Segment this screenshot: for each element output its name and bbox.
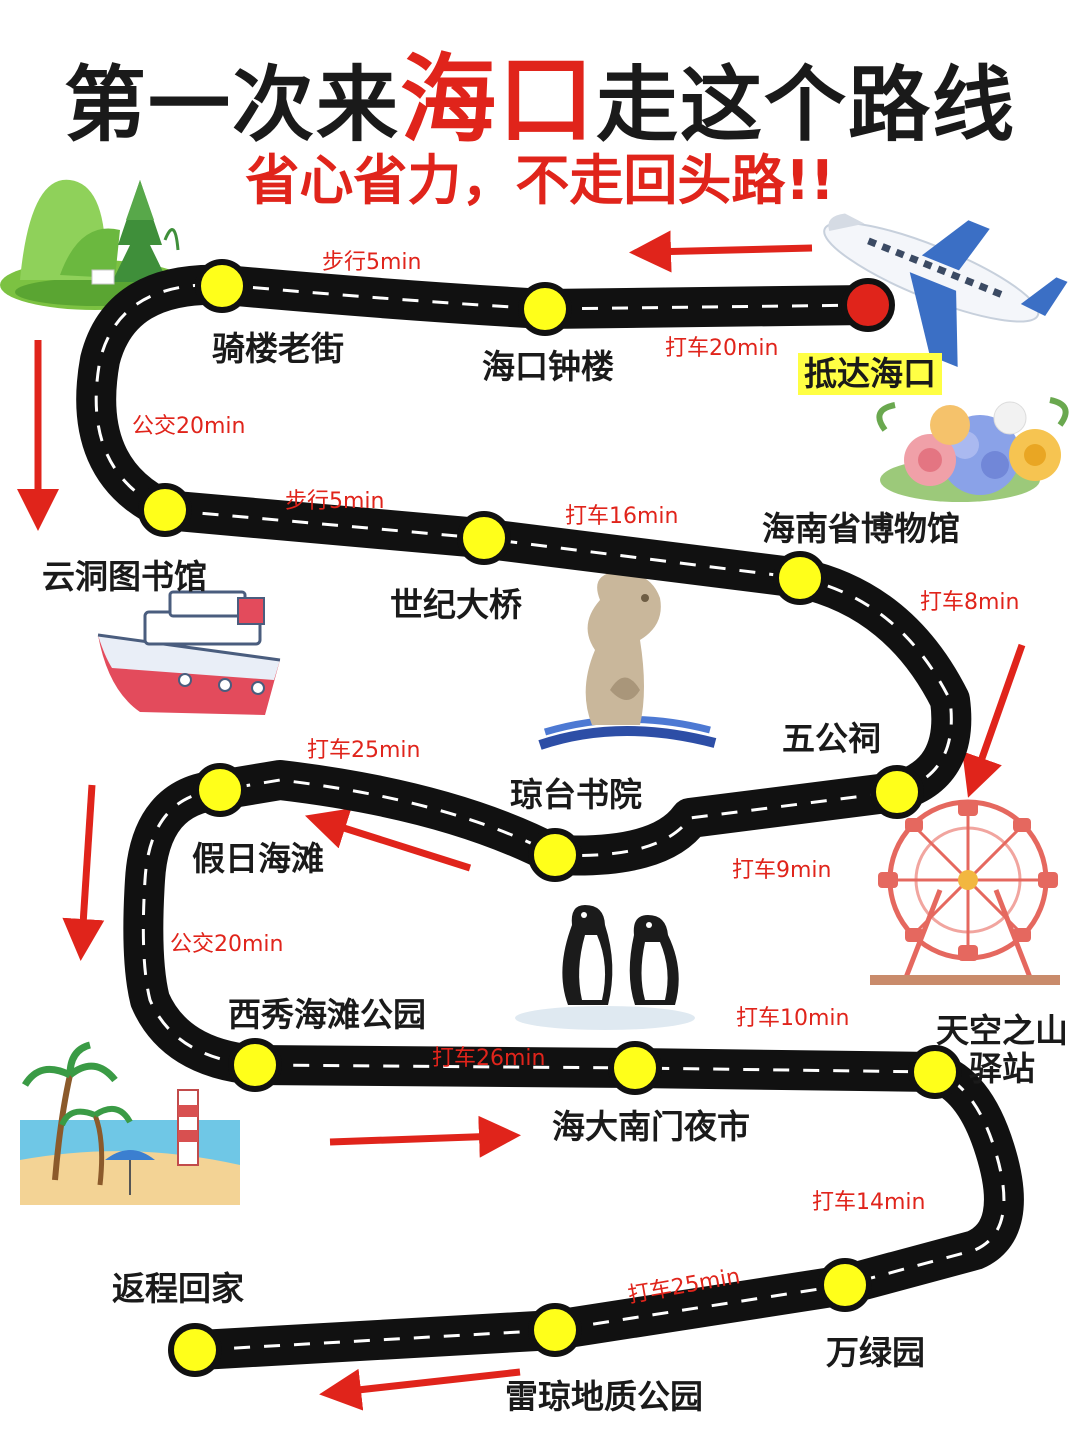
leg-label-clock-to-qilou: 步行5min	[322, 250, 422, 275]
stop-label-sky-mountain: 天空之山 驿站	[936, 1012, 1068, 1088]
stop-label-holiday-beach: 假日海滩	[192, 839, 324, 878]
leg-label-sky-to-wanlv: 打车14min	[812, 1190, 926, 1215]
flowers-icon	[876, 397, 1069, 502]
ferris-wheel-icon	[870, 799, 1060, 985]
stop-marker-home	[168, 1323, 222, 1377]
beach-icon	[20, 1041, 240, 1205]
leg-label-xixiu-to-market: 打车26min	[432, 1046, 546, 1071]
leg-label-market-to-sky: 打车10min	[736, 1006, 850, 1031]
direction-arrow	[304, 808, 472, 872]
stop-marker-wugong	[870, 765, 924, 819]
merlion-statue-icon	[538, 571, 717, 750]
stop-label-museum: 海南省博物馆	[762, 509, 960, 548]
stop-marker-arrive	[841, 278, 895, 332]
leg-label-holiday-to-xixiu: 公交20min	[170, 932, 284, 957]
leg-label-museum-to-wugong: 打车8min	[920, 590, 1020, 615]
page-subtitle: 省心省力，不走回头路!!	[245, 149, 835, 212]
stop-label-leiqiong: 雷琼地质公园	[505, 1377, 703, 1416]
stop-markers	[138, 259, 962, 1377]
direction-arrow	[319, 1368, 521, 1411]
stop-marker-qilou	[195, 259, 249, 313]
stop-label-bridge: 世纪大桥	[390, 585, 522, 624]
page-title: 第一次来海口走这个路线	[0, 22, 1080, 161]
title-part2: 走这个路线	[596, 58, 1017, 153]
stop-marker-qiongtai	[528, 828, 582, 882]
stop-label-xixiu: 西秀海滩公园	[228, 995, 426, 1034]
stop-marker-library	[138, 483, 192, 537]
direction-arrow	[629, 230, 813, 273]
stop-marker-leiqiong	[528, 1303, 582, 1357]
leg-label-library-to-bridge: 步行5min	[285, 489, 385, 514]
stop-label-home: 返程回家	[112, 1269, 244, 1308]
penguins-icon	[515, 905, 695, 1030]
ship-icon	[97, 590, 281, 715]
leg-label-bridge-to-museum: 打车16min	[565, 504, 679, 529]
stop-marker-clock-tower	[518, 282, 572, 336]
direction-arrow	[329, 1115, 521, 1158]
title-highlight: 海口	[400, 44, 596, 156]
leg-label-arrive-to-clock: 打车20min	[665, 336, 779, 361]
stop-label-sky-mountain-line1: 天空之山	[936, 1011, 1068, 1050]
stop-label-library: 云洞图书馆	[42, 557, 207, 596]
stop-marker-xixiu	[228, 1038, 282, 1092]
stop-marker-museum	[773, 551, 827, 605]
stop-marker-wanlv	[818, 1258, 872, 1312]
stop-marker-holiday-beach	[193, 763, 247, 817]
direction-arrow	[62, 784, 105, 961]
leg-label-qiongtai-to-holiday: 打车25min	[307, 738, 421, 763]
direction-arrow	[962, 643, 1026, 798]
stop-label-wugong: 五公祠	[782, 719, 881, 758]
airplane-icon	[823, 213, 1068, 367]
stop-label-night-market: 海大南门夜市	[552, 1107, 750, 1146]
stop-label-sky-mountain-line2: 驿站	[969, 1048, 1035, 1088]
stop-marker-night-market	[608, 1041, 662, 1095]
leg-label-qilou-to-library: 公交20min	[132, 414, 246, 439]
stop-label-arrive: 抵达海口	[798, 353, 942, 395]
stop-marker-sky-mountain	[908, 1045, 962, 1099]
title-part1: 第一次来	[63, 58, 400, 153]
stop-label-clock-tower: 海口钟楼	[482, 347, 614, 386]
stop-label-wanlv: 万绿园	[826, 1333, 925, 1372]
direction-arrows	[17, 230, 1026, 1411]
leg-label-wugong-to-qiongtai: 打车9min	[732, 858, 832, 883]
stop-marker-bridge	[457, 511, 511, 565]
stop-label-qilou: 骑楼老街	[212, 329, 344, 368]
stop-label-qiongtai: 琼台书院	[510, 775, 642, 814]
